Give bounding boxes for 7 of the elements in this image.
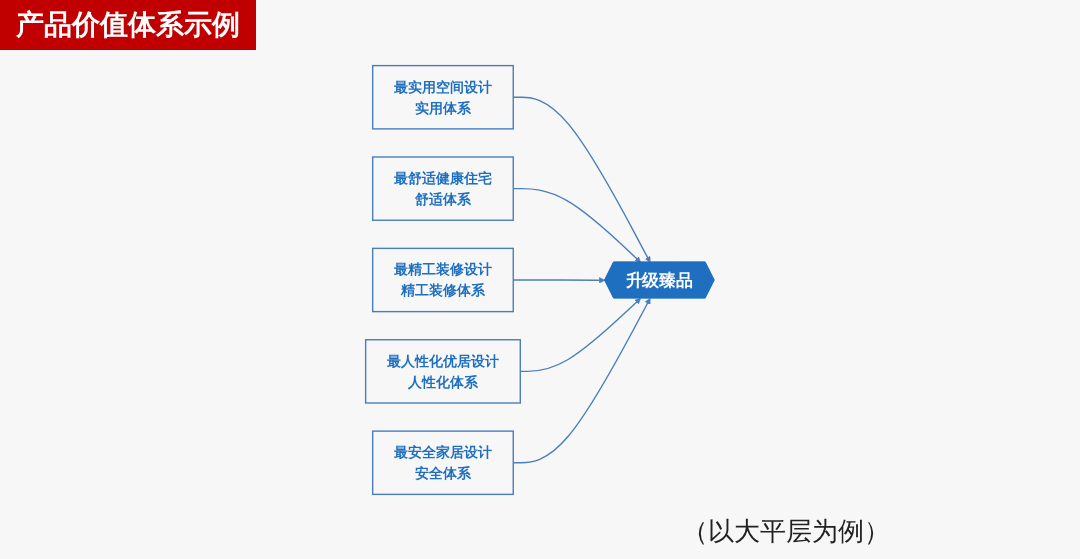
node-box: 最实用空间设计 实用体系 [372,64,515,130]
node-box: 最舒适健康住宅 舒适体系 [372,156,515,221]
node-box: 最安全家居设计 安全体系 [372,430,515,496]
node-box: 最精工装修设计 精工装修体系 [372,247,515,313]
note-text: （以大平层为例） [682,515,890,548]
title-banner: 产品价值体系示例 [0,0,256,50]
node-box: 最人性化优居设计 人性化体系 [365,339,522,404]
